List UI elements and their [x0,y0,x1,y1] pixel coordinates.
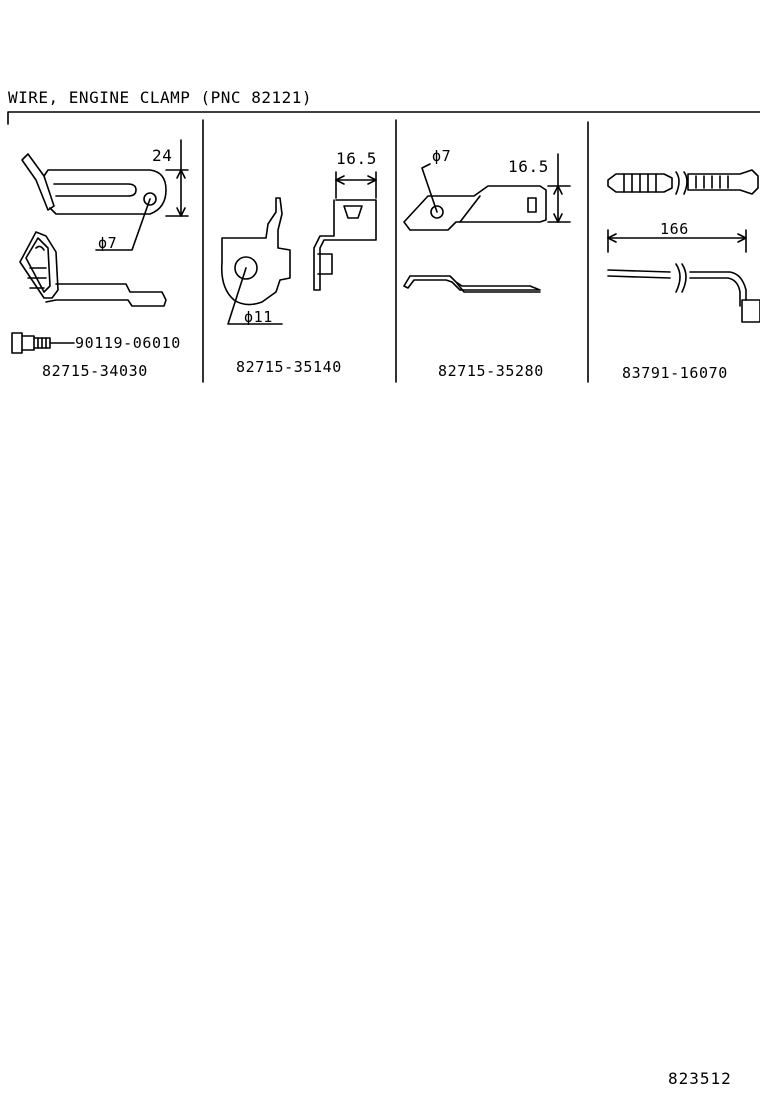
hole-label-35280: ϕ7 [432,147,452,165]
part-number-16070: 83791-16070 [622,364,728,382]
reference-number: 823512 [668,1069,732,1088]
part-number-35140: 82715-35140 [236,358,342,376]
dim-height-35280: 16.5 [508,157,549,176]
diagram-title: WIRE, ENGINE CLAMP (PNC 82121) [8,88,312,107]
hole-label-34030: ϕ7 [98,234,118,252]
bolt-part-number: 90119-06010 [75,334,181,352]
hole-label-35140: ϕ11 [244,308,273,326]
clamp-35140-drawing [220,171,377,325]
part-number-35280: 82715-35280 [438,362,544,380]
clamp-35280-drawing [403,153,571,293]
dim-width-35140: 16.5 [336,149,377,168]
dim-length-16070: 166 [660,220,689,238]
clamp-34030-drawing [11,139,189,354]
frame-top-line [7,111,760,125]
part-number-34030: 82715-34030 [42,362,148,380]
dim-height-34030: 24 [152,146,173,165]
clip-16070-drawing [607,169,760,323]
